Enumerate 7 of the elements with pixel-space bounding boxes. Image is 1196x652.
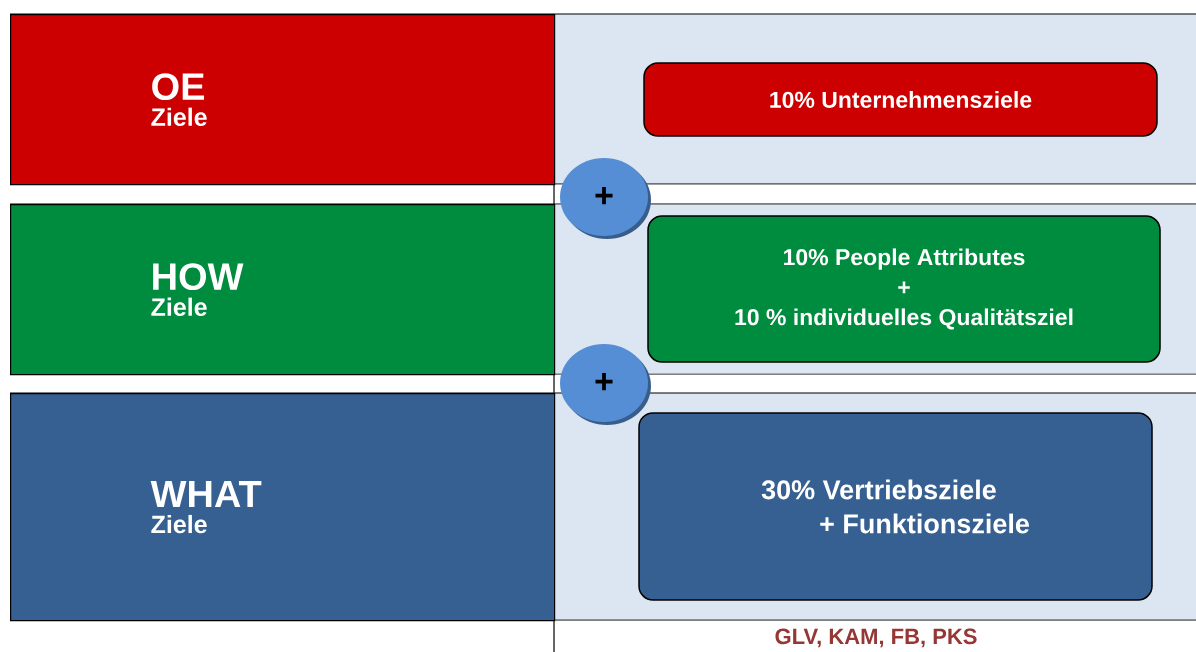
row-band: WHAT Ziele (10, 393, 556, 622)
row-band: HOW Ziele (10, 204, 556, 376)
goal-box: 10% Unternehmensziele (643, 62, 1158, 137)
row-band: OE Ziele (10, 14, 556, 186)
goal-box: 30% Vertriebsziele + Funktionsziele (638, 412, 1153, 601)
goal-box: 10% People Attributes + 10 % individuelles Qualitätsziel (647, 215, 1161, 363)
footer-label: GLV, KAM, FB, PKS (775, 628, 977, 648)
